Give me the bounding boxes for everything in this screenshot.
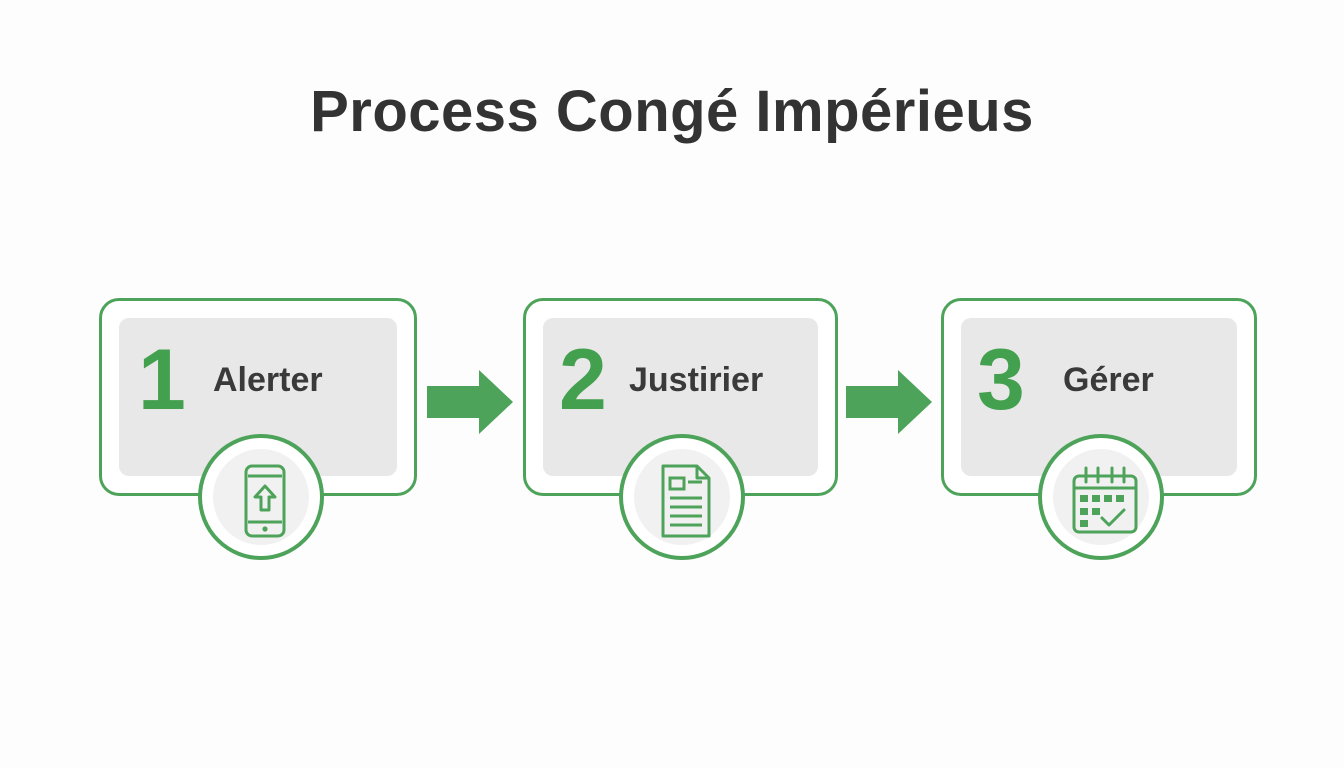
arrow-right-icon xyxy=(846,370,932,434)
page-title: Process Congé Impérieus xyxy=(310,79,1034,144)
step-number-1: 1 xyxy=(138,332,186,428)
smartphone-upload-icon xyxy=(244,464,286,538)
document-icon xyxy=(661,464,711,538)
step-number-2: 2 xyxy=(559,332,607,428)
step-label-2: Justirier xyxy=(629,361,764,399)
step-number-3: 3 xyxy=(977,332,1025,428)
step-badge-3 xyxy=(1038,434,1164,560)
step-label-1: Alerter xyxy=(213,361,323,399)
step-label-3: Gérer xyxy=(1063,361,1154,399)
arrow-right-icon xyxy=(427,370,513,434)
calendar-check-icon xyxy=(1072,466,1138,534)
step-badge-1 xyxy=(198,434,324,560)
step-badge-2 xyxy=(619,434,745,560)
